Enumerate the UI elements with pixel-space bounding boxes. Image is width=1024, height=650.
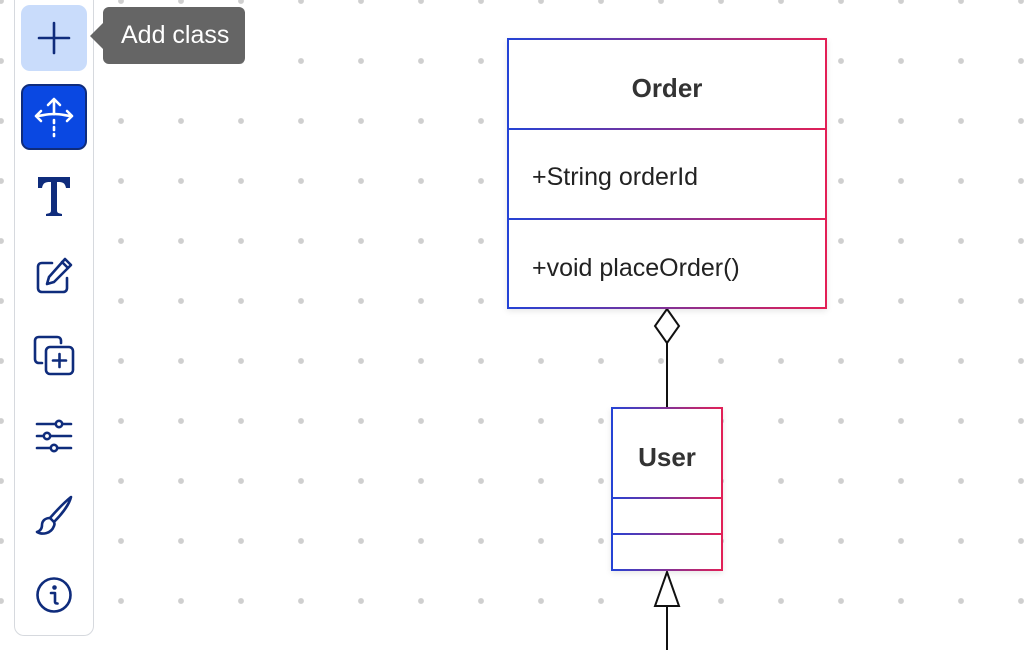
plus-icon (37, 21, 71, 55)
info-tool-button[interactable] (21, 562, 87, 628)
toolbar (14, 0, 94, 636)
aggregation-diamond-icon (653, 307, 681, 345)
pencil-square-icon (36, 257, 73, 294)
style-tool-button[interactable] (21, 482, 87, 548)
class-divider (611, 497, 723, 499)
class-name: Order (631, 73, 703, 103)
class-divider (507, 128, 827, 130)
class-divider (611, 533, 723, 535)
add-class-tooltip: Add class (89, 7, 246, 64)
class-method[interactable]: +void placeOrder() (532, 254, 740, 282)
info-icon (36, 577, 72, 613)
move-tool-button[interactable] (21, 84, 87, 150)
duplicate-plus-icon (33, 335, 75, 376)
settings-tool-button[interactable] (21, 403, 87, 469)
duplicate-tool-button[interactable] (21, 323, 87, 389)
uml-class-user[interactable]: User (611, 407, 723, 571)
text-icon (38, 177, 70, 216)
inheritance-arrow-icon (653, 568, 681, 607)
uml-class-order[interactable]: Order +String orderId +void placeOrder() (507, 38, 827, 309)
edit-tool-button[interactable] (21, 243, 87, 309)
sliders-icon (35, 419, 73, 453)
move-arrows-icon (34, 97, 74, 138)
class-divider (507, 218, 827, 220)
paintbrush-icon (35, 495, 73, 535)
text-tool-button[interactable] (21, 163, 87, 229)
class-attribute[interactable]: +String orderId (532, 163, 699, 191)
class-name: User (638, 442, 696, 472)
add-class-button[interactable] (21, 5, 87, 71)
